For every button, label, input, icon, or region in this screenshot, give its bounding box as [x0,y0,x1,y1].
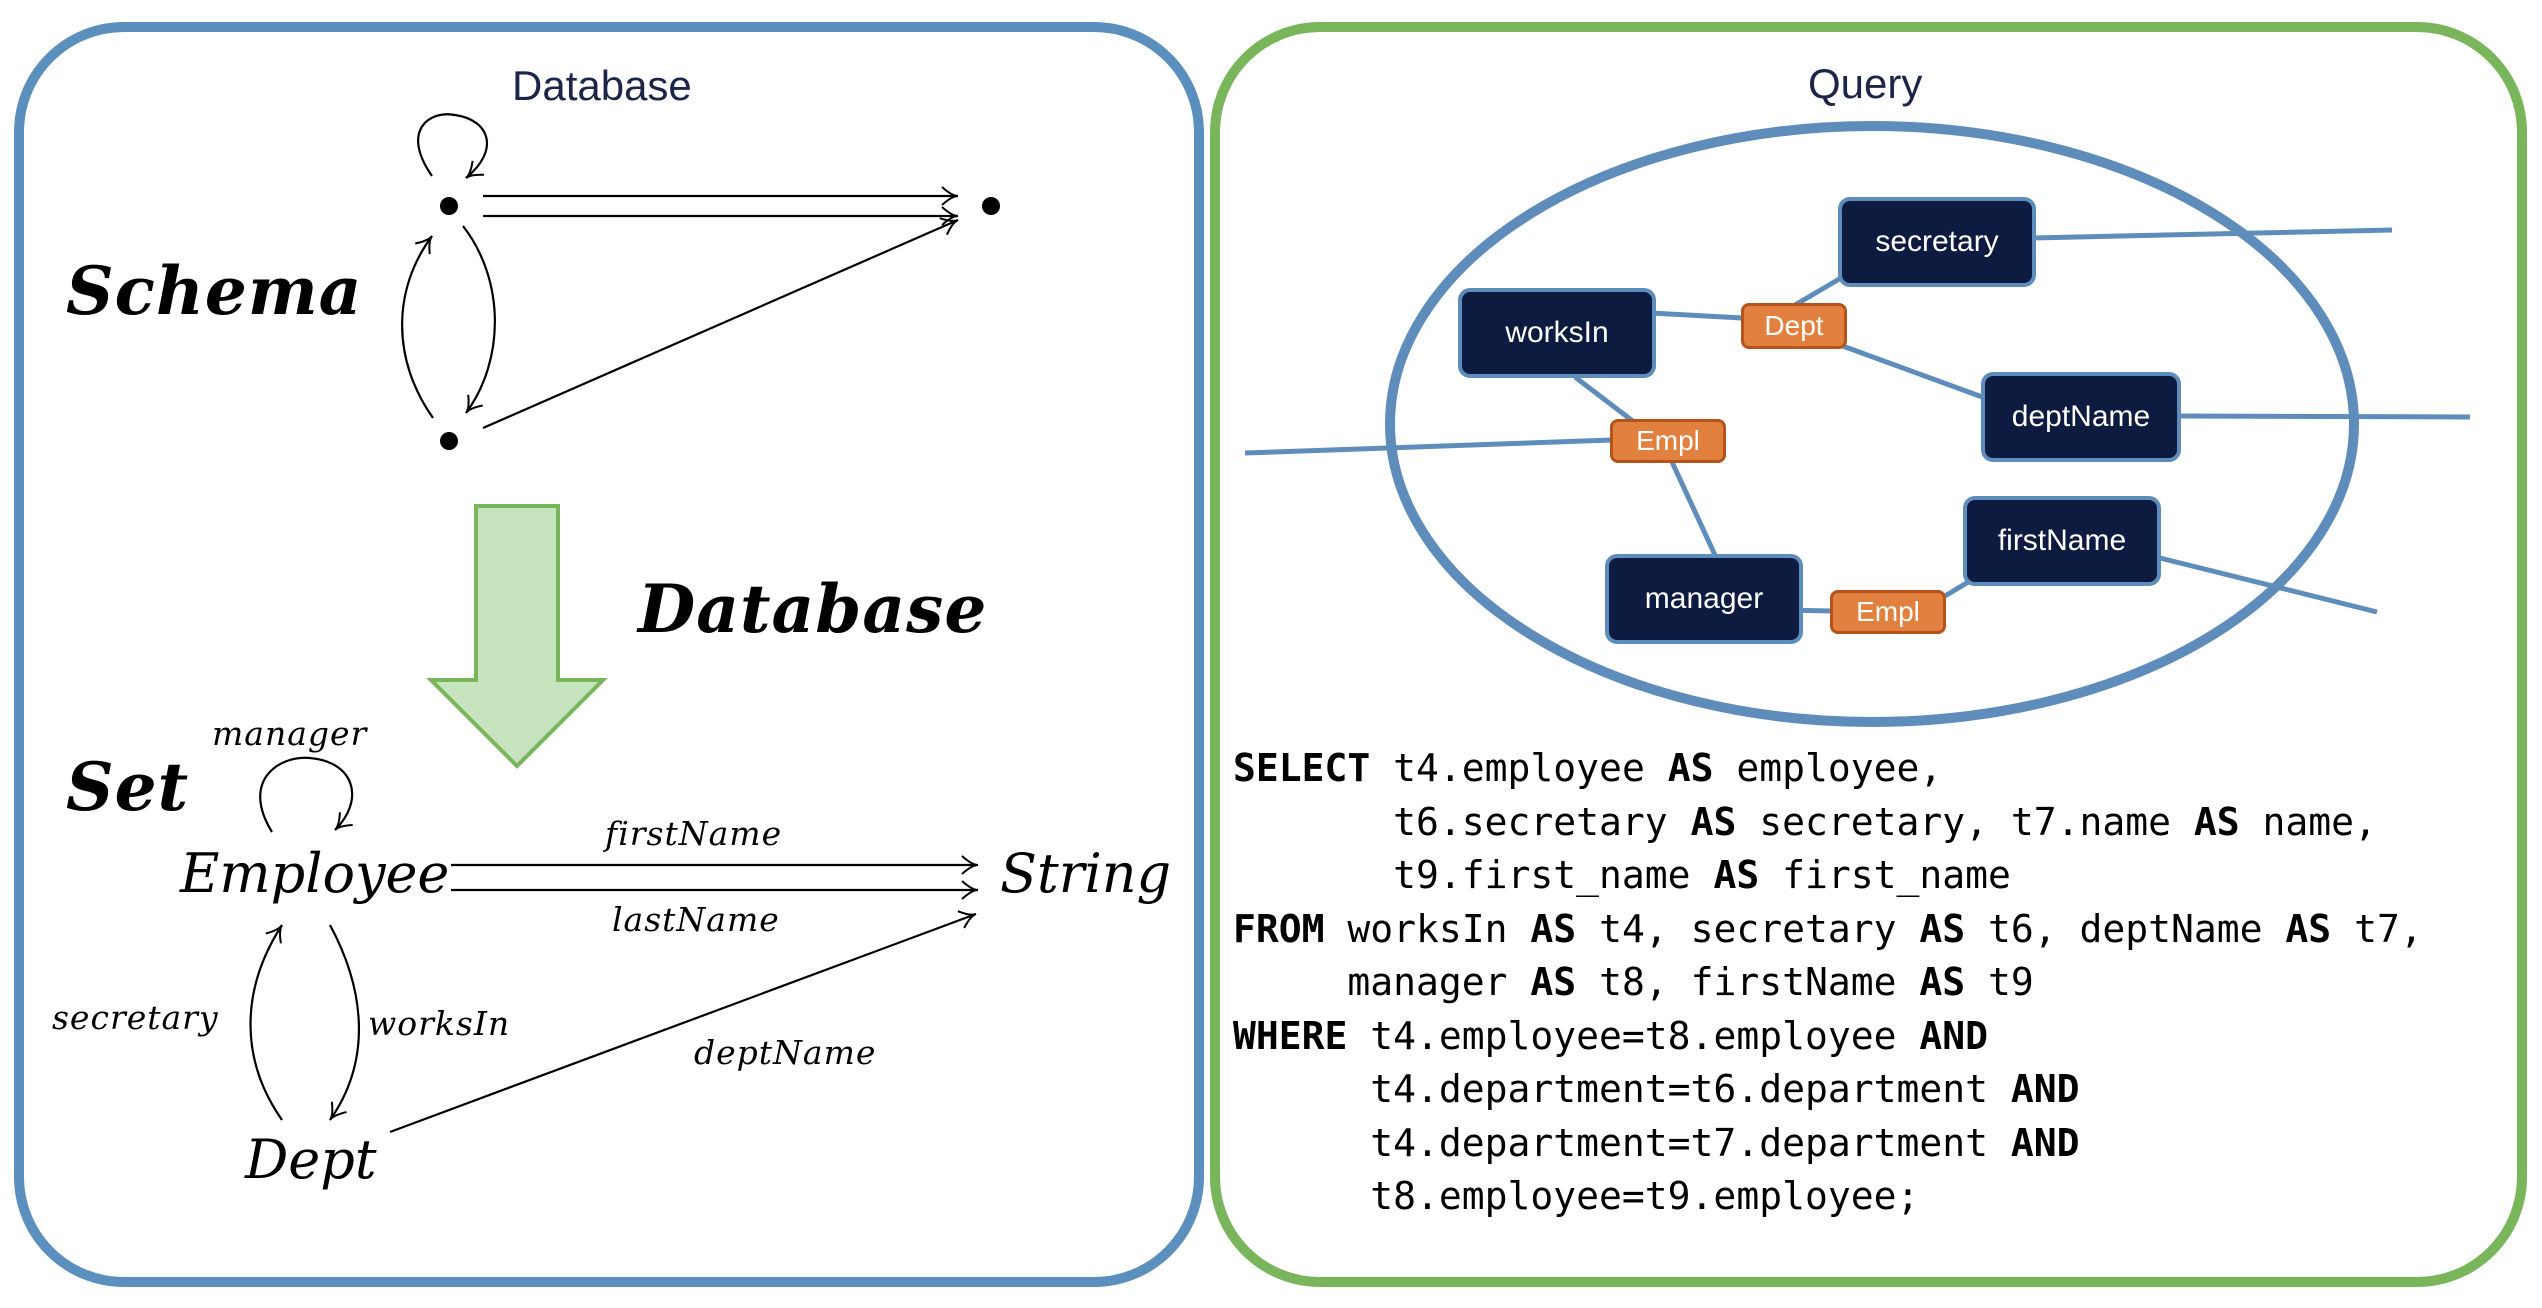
edge-deptname-out [2179,413,2471,420]
sql-keyword: FROM [1233,906,1325,951]
sql-text: name, [2239,799,2377,844]
edge-empl-manager [1669,460,1718,557]
query-panel-title: Query [1808,60,1923,107]
key-dept: Dept [1741,303,1847,349]
sql-keyword: WHERE [1233,1013,1348,1058]
sql-keyword: AS [1713,853,1760,897]
sql-text: t6.secretary [1233,799,1691,844]
sql-keyword: AND [1919,1013,1988,1058]
sql-text: employee, [1713,746,1943,790]
schema-arrow-down [462,225,496,414]
sql-line: t6.secretary AS secretary, t7.name AS na… [1233,796,2423,850]
arrow-label-manager: manager [212,714,368,753]
sql-keyword: AS [1530,906,1577,951]
key-empl-a: Empl [1610,419,1726,463]
sql-text: t9.first_name [1233,853,1714,897]
arrow-label-secretary: secretary [52,998,219,1037]
sql-keyword: AND [2010,1120,2080,1165]
sql-text: t4.department=t7.department [1233,1120,2011,1165]
set-arrow-deptname [389,910,977,1134]
sql-text: t4.employee=t8.employee [1347,1013,1920,1058]
sql-line: FROM worksIn AS t4, secretary AS t6, dep… [1233,903,2423,957]
sql-text: manager [1233,960,1531,1004]
key-empl-b: Empl [1830,590,1946,634]
edge-empl-out [1244,437,1613,456]
edge-secretary-out [2029,227,2393,241]
query-ellipse [1385,121,2359,727]
edge-empl-firstname [1943,578,1972,599]
edge-firstname-out [2159,555,2378,615]
sql-line: t4.department=t7.department AND [1233,1117,2423,1171]
sql-keyword: AS [2193,799,2240,844]
database-functor-label: Database [638,570,988,648]
object-string: String [1000,842,1172,905]
database-panel [14,22,1204,1287]
sql-text: t4.department=t6.department [1233,1067,2011,1111]
set-label: Set [66,748,190,826]
sql-text: secretary, t7.name [1736,799,2194,844]
schema-node-top [440,197,458,215]
sql-text: t8, firstName [1576,960,1920,1004]
sql-keyword: AND [2010,1067,2080,1111]
sql-line: WHERE t4.employee=t8.employee AND [1233,1010,2423,1064]
sql-text: t6, deptName [1965,906,2286,951]
schema-arrow-up [401,235,434,419]
node-secretary: secretary [1838,197,2036,287]
arrow-label-deptname: deptName [694,1033,877,1072]
sql-text: t8.employee=t9.employee; [1233,1174,1920,1218]
schema-node-right [982,197,1000,215]
functor-down-arrow [426,504,608,769]
schema-graph [401,113,1000,450]
object-employee: Employee [180,842,450,905]
sql-keyword: AS [2285,906,2332,951]
sql-text: worksIn [1324,906,1531,951]
arrow-label-lastname: lastName [612,900,780,939]
sql-line: t9.first_name AS first_name [1233,849,2423,903]
node-firstname: firstName [1963,496,2161,586]
schema-label: Schema [66,252,363,330]
arrow-label-worksin: worksIn [368,1004,511,1043]
set-self-loop [259,756,354,833]
sql-text: t4.employee [1370,746,1668,790]
sql-line: t8.employee=t9.employee; [1233,1170,2423,1224]
sql-text: first_name [1759,853,2011,897]
schema-self-loop [417,113,488,179]
set-graph [249,756,979,1134]
node-manager: manager [1605,554,1803,644]
sql-text: t7, [2331,906,2423,951]
sql-keyword: SELECT [1233,746,1371,790]
sql-line: SELECT t4.employee AS employee, [1233,742,2423,796]
edge-worksin-empl [1573,375,1636,424]
edge-dept-deptname [1839,342,1986,401]
sql-keyword: AS [1919,906,1966,951]
set-arrow-secretary [249,924,283,1121]
schema-arrow-diagonal [482,217,959,430]
arrow-label-firstname: firstName [605,814,783,853]
sql-text: t9 [1965,960,2034,1004]
sql-text: t4, secretary [1576,906,1920,951]
sql-line: manager AS t8, firstName AS t9 [1233,956,2423,1010]
edge-worksin-dept [1649,310,1743,321]
sql-keyword: AS [1919,960,1966,1004]
sql-keyword: AS [1690,799,1737,844]
sql-query: SELECT t4.employee AS employee, t6.secre… [1233,742,2423,1224]
database-panel-title: Database [512,62,692,109]
sql-line: t4.department=t6.department AND [1233,1063,2423,1117]
sql-keyword: AS [1530,960,1577,1004]
set-arrow-worksin [329,924,361,1121]
schema-node-bottom [440,432,458,450]
sql-keyword: AS [1667,746,1714,790]
node-deptname: deptName [1981,372,2181,462]
object-dept: Dept [245,1128,377,1191]
node-worksin: worksIn [1458,288,1656,378]
